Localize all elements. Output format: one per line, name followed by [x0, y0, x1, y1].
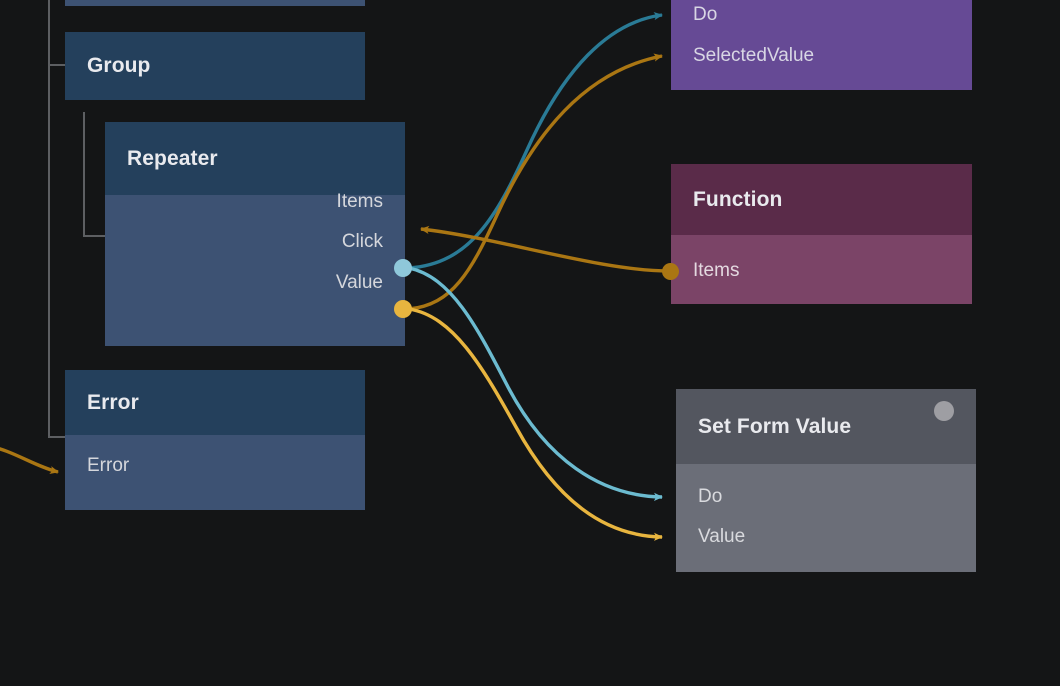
node-repeater-body: Items Click Value [105, 191, 405, 346]
edge-click-to-setformvalue-do [408, 266, 663, 501]
node-group-title: Group [87, 54, 151, 77]
port-function-items[interactable]: Items [671, 260, 739, 282]
node-set-form-value-body: Do Value [676, 464, 976, 572]
edge-value-to-popup-selectedvalue [408, 53, 663, 311]
edge-offscreen-to-error [0, 447, 59, 475]
status-indicator-dot[interactable] [934, 401, 954, 421]
node-popup[interactable]: Do SelectedValue [671, 0, 972, 90]
port-set-form-value-value-label: Value [698, 526, 746, 547]
port-set-form-value-do-label: Do [698, 486, 723, 507]
port-function-items-label: Items [693, 260, 740, 281]
port-repeater-click[interactable]: Click [105, 231, 405, 253]
port-set-form-value-value[interactable]: Value [676, 526, 745, 548]
port-popup-do-label: Do [693, 4, 718, 25]
node-partial-top[interactable] [65, 0, 365, 6]
tree-guide-trunk-nested [83, 112, 85, 237]
node-function-body: Items [671, 235, 972, 304]
node-error-title: Error [87, 390, 139, 414]
port-dot-function-items[interactable] [662, 263, 679, 280]
node-function[interactable]: Function Items [671, 164, 972, 304]
node-set-form-value[interactable]: Set Form Value Do Value [676, 389, 976, 572]
node-group-header[interactable]: Group [65, 32, 365, 100]
node-function-header[interactable]: Function [671, 164, 972, 235]
edge-click-to-popup-do [408, 11, 663, 270]
node-error-header[interactable]: Error [65, 370, 365, 435]
edge-function-items-to-repeater-items [420, 225, 670, 273]
node-set-form-value-title: Set Form Value [698, 414, 852, 438]
node-error[interactable]: Error Error [65, 370, 365, 510]
tree-guide-branch-error [48, 436, 65, 438]
tree-guide-branch-repeater [83, 235, 105, 237]
port-popup-selectedvalue-label: SelectedValue [693, 45, 815, 66]
tree-guide-trunk [48, 0, 50, 438]
node-error-body: Error [65, 435, 365, 510]
port-popup-selectedvalue[interactable]: SelectedValue [671, 45, 814, 67]
node-set-form-value-header[interactable]: Set Form Value [676, 389, 976, 464]
node-group[interactable]: Group [65, 32, 365, 100]
port-set-form-value-do[interactable]: Do [676, 486, 722, 508]
port-repeater-items-label: Items [336, 191, 383, 212]
port-error-error-label: Error [87, 455, 130, 476]
port-popup-do[interactable]: Do [671, 4, 717, 26]
node-function-title: Function [693, 187, 783, 211]
port-repeater-value-label: Value [335, 272, 383, 293]
node-popup-body: Do SelectedValue [671, 0, 972, 90]
port-repeater-click-label: Click [341, 231, 383, 252]
node-repeater-title: Repeater [127, 146, 218, 170]
port-dot-repeater-value[interactable] [394, 300, 412, 318]
edge-value-to-setformvalue-value [408, 307, 663, 541]
port-error-error[interactable]: Error [65, 455, 129, 477]
port-repeater-value[interactable]: Value [105, 272, 405, 294]
tree-guide-branch-group [48, 64, 65, 66]
node-repeater-header[interactable]: Repeater [105, 122, 405, 195]
node-partial-top-body [65, 0, 365, 6]
port-repeater-items[interactable]: Items [105, 191, 405, 213]
port-dot-repeater-click[interactable] [394, 259, 412, 277]
node-repeater[interactable]: Repeater Items Click Value [105, 122, 405, 346]
